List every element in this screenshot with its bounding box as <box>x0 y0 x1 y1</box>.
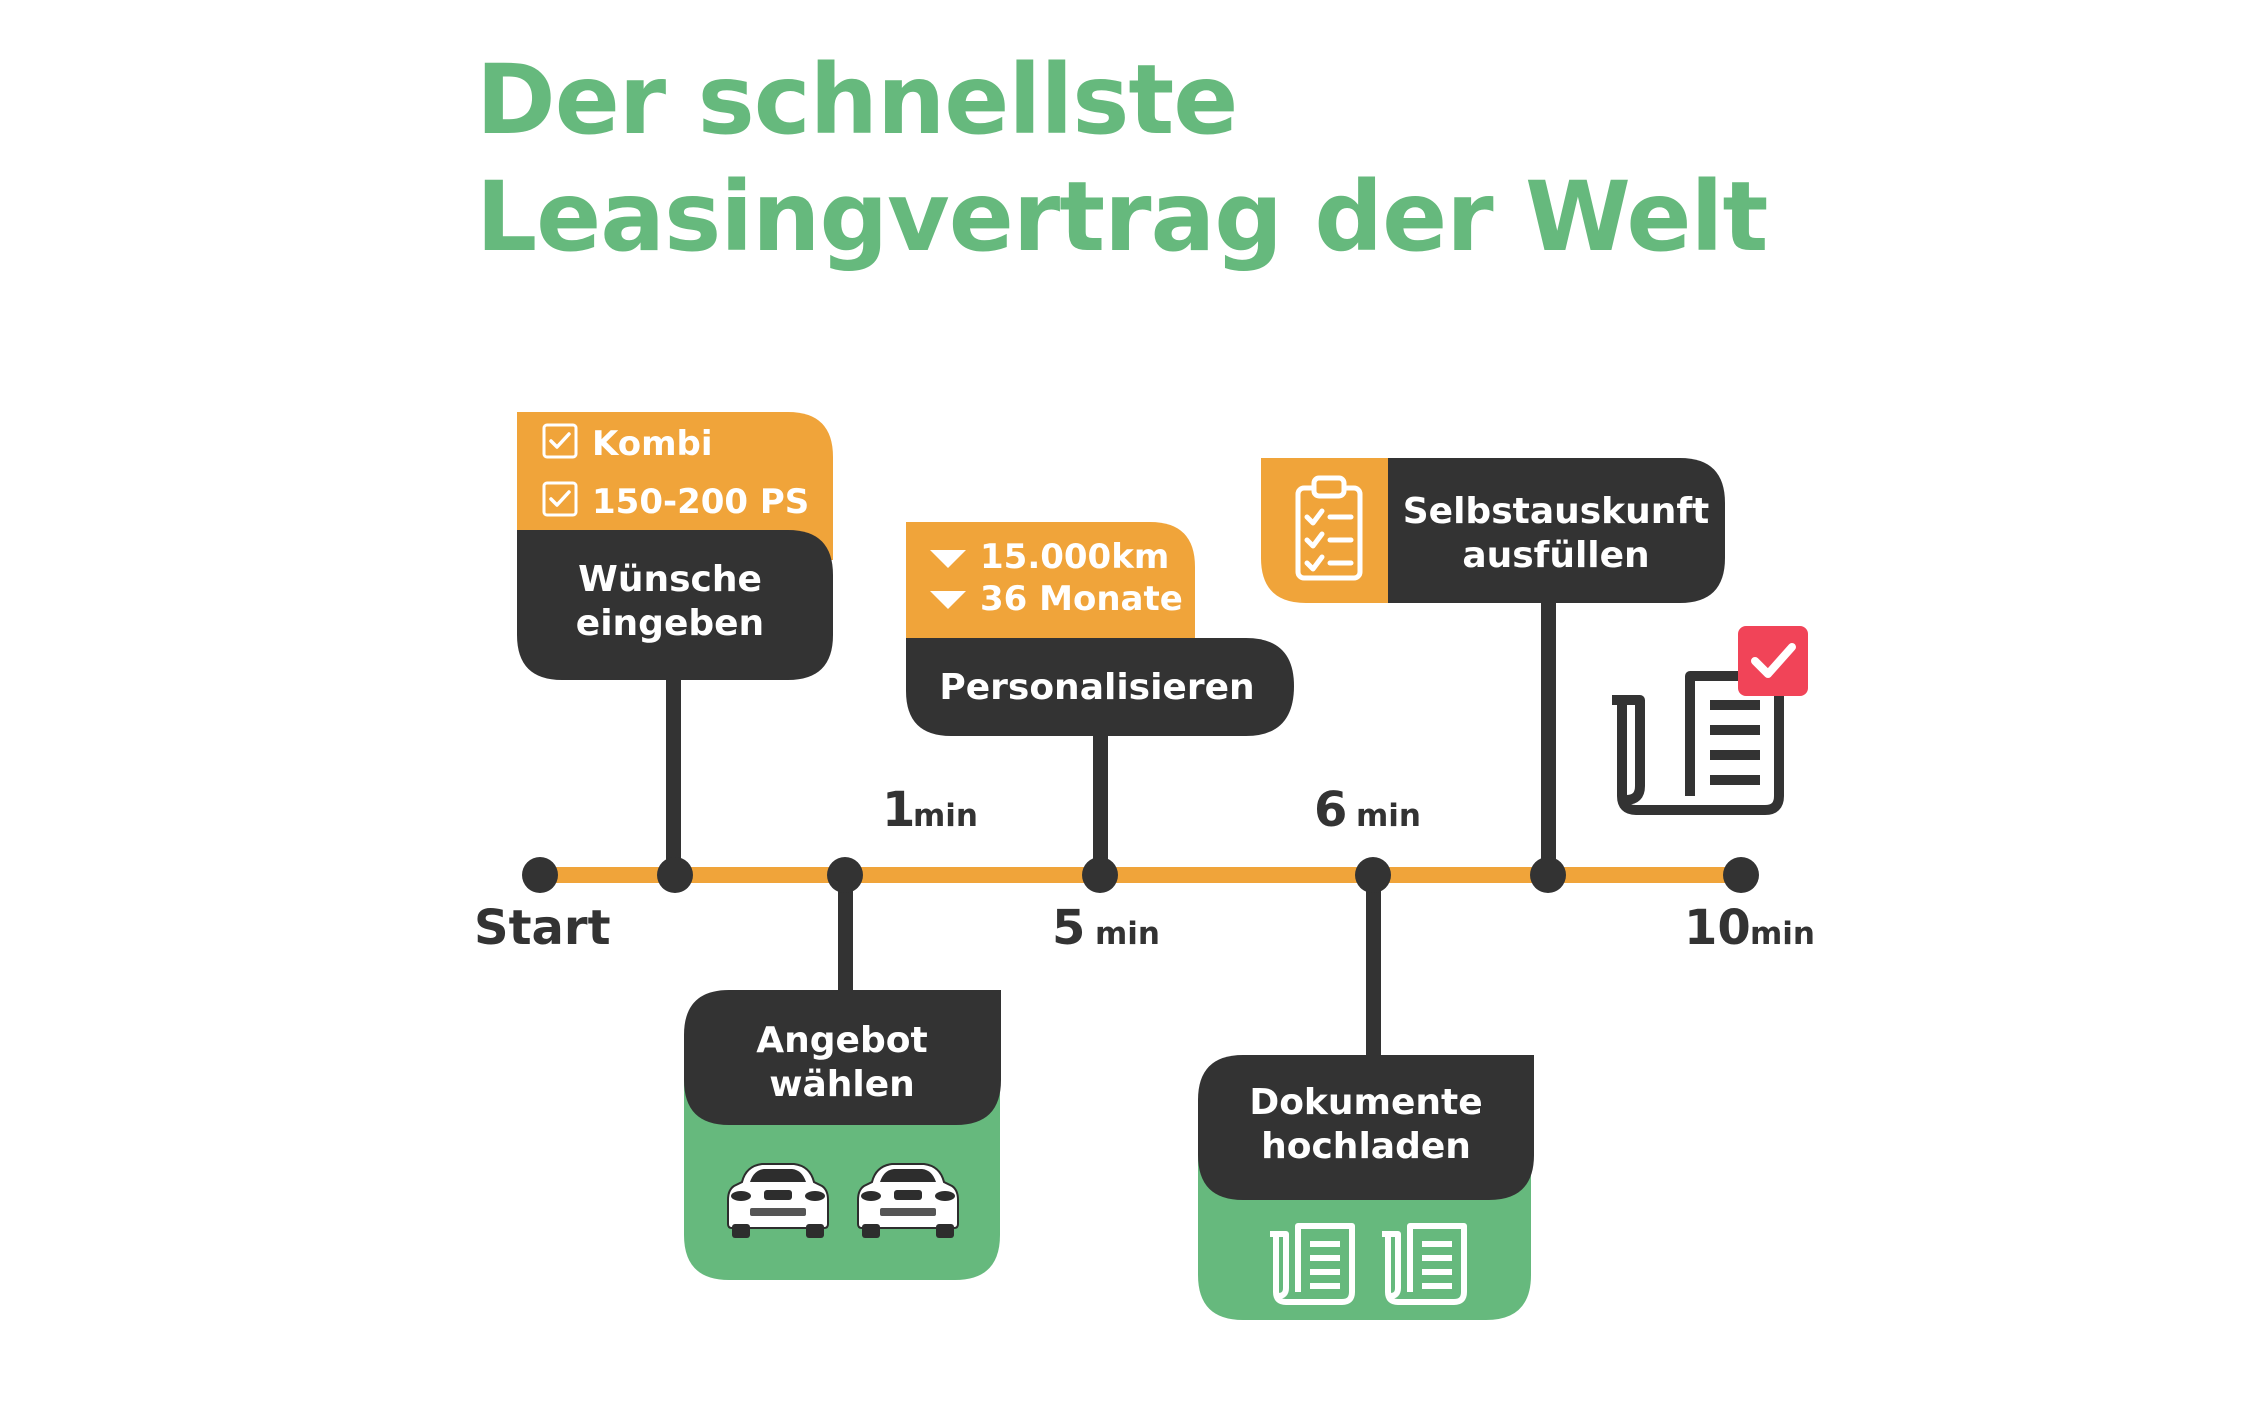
approved-document-icon <box>1612 626 1808 815</box>
dokumente-label-box <box>1198 1055 1534 1200</box>
node-selbstauskunft <box>1530 857 1566 893</box>
page-title: Der schnellste Leasingvertrag der Welt <box>476 42 1768 276</box>
marker-10-value: 10 <box>1684 900 1751 956</box>
angebot-label-line2: wählen <box>769 1064 915 1105</box>
dokumente-label-line2: hochladen <box>1261 1126 1471 1167</box>
title-line-1: Der schnellste <box>476 44 1238 156</box>
angebot-label-line1: Angebot <box>756 1020 927 1061</box>
option-kombi: Kombi <box>592 424 713 464</box>
angebot-label-box <box>684 990 1001 1125</box>
option-ps: 150-200 PS <box>592 482 809 522</box>
node-start <box>522 857 558 893</box>
node-6min <box>1355 857 1391 893</box>
step-dokumente-hochladen: Dokumente hochladen <box>1198 1055 1534 1320</box>
wuensche-label-box <box>517 530 833 680</box>
clipboard-checklist-icon <box>1295 475 1363 581</box>
wuensche-label-line2: eingeben <box>576 603 764 644</box>
timeline-start-label: Start <box>474 900 611 956</box>
stem-angebot <box>838 875 853 995</box>
marker-6-unit: min <box>1356 798 1421 834</box>
step-personalisieren: 15.000km 36 Monate Personalisieren <box>906 522 1294 736</box>
stem-selbstauskunft <box>1541 600 1556 875</box>
marker-10-unit: min <box>1750 916 1815 952</box>
node-5min <box>1082 857 1118 893</box>
personalisieren-label-box <box>906 638 1294 736</box>
selbstauskunft-label-box <box>1388 458 1725 603</box>
dokumente-label-line1: Dokumente <box>1249 1082 1482 1123</box>
marker-5-unit: min <box>1095 916 1160 952</box>
node-wuensche <box>657 857 693 893</box>
step-angebot-waehlen: Angebot wählen <box>684 990 1001 1280</box>
option-km: 15.000km <box>980 537 1169 577</box>
wuensche-label-line1: Wünsche <box>578 559 762 600</box>
wuensche-options-panel <box>517 412 833 560</box>
step-wuensche-eingeben: Kombi 150-200 PS Wünsche eingeben <box>517 412 833 680</box>
personalisieren-options-panel <box>906 522 1195 650</box>
dropdown-triangle-icon <box>930 591 966 609</box>
stem-wuensche <box>666 670 681 875</box>
node-10min <box>1723 857 1759 893</box>
option-monate: 36 Monate <box>980 579 1183 619</box>
marker-6-value: 6 <box>1314 782 1347 838</box>
marker-1-value: 1 <box>882 782 915 838</box>
dropdown-triangle-icon <box>930 550 966 568</box>
check-badge <box>1738 626 1808 696</box>
stem-dokumente <box>1366 875 1381 1060</box>
stem-personalisieren <box>1093 730 1108 875</box>
selbstauskunft-label-line1: Selbstauskunft <box>1403 491 1710 532</box>
step-selbstauskunft-ausfuellen: Selbstauskunft ausfüllen <box>1261 458 1725 603</box>
personalisieren-label: Personalisieren <box>939 667 1254 708</box>
selbstauskunft-label-line2: ausfüllen <box>1462 535 1649 576</box>
selbstauskunft-orange-tab <box>1261 458 1420 603</box>
node-1min <box>827 857 863 893</box>
title-line-2: Leasingvertrag der Welt <box>476 161 1768 273</box>
checkmark-icon <box>1751 643 1796 678</box>
marker-1-unit: min <box>913 798 978 834</box>
marker-5-value: 5 <box>1052 900 1085 956</box>
